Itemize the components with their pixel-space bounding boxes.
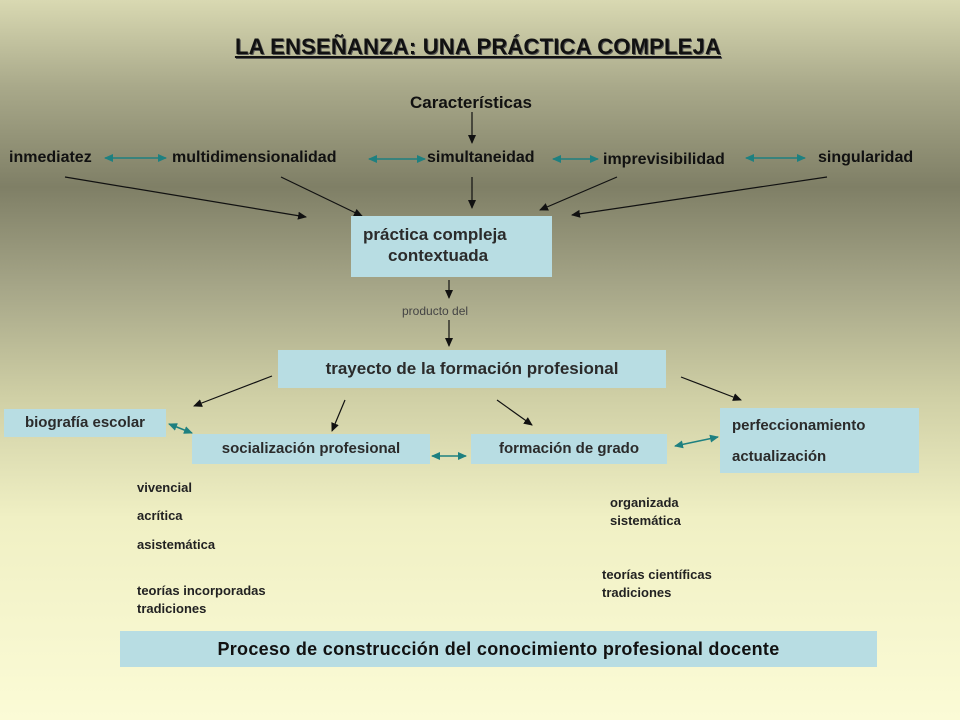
note-organizada: organizada bbox=[610, 495, 679, 510]
proceso-box: Proceso de construcción del conocimiento… bbox=[120, 631, 877, 667]
note-acritica: acrítica bbox=[137, 508, 183, 523]
arrow-to-perfeccionamiento bbox=[680, 376, 742, 401]
feature-singularidad: singularidad bbox=[818, 149, 914, 166]
feature-inmediatez: inmediatez bbox=[9, 149, 92, 166]
arrow-to-formacion bbox=[496, 399, 533, 426]
producto-del-label: producto del bbox=[402, 304, 469, 318]
socializacion-profesional-box: socialización profesional bbox=[192, 434, 430, 464]
arrow-imprevisibilidad bbox=[539, 176, 618, 211]
note-teorias-incorporadas: teorías incorporadas bbox=[137, 583, 266, 598]
perfeccionamiento-line2: actualización bbox=[732, 448, 827, 465]
arrow-to-socializacion bbox=[331, 399, 346, 432]
page-title: LA ENSEÑANZA: UNA PRÁCTICA COMPLEJA bbox=[234, 34, 722, 59]
feature-imprevisibilidad: imprevisibilidad bbox=[603, 151, 725, 168]
trayecto-box: trayecto de la formación profesional bbox=[278, 350, 666, 388]
feature-multidimensionalidad: multidimensionalidad bbox=[172, 149, 337, 166]
note-tradiciones-left: tradiciones bbox=[137, 601, 207, 616]
double-arrow-biografia-socializacion bbox=[168, 423, 193, 434]
note-vivencial: vivencial bbox=[137, 480, 192, 495]
note-tradiciones-right: tradiciones bbox=[602, 585, 672, 600]
arrow-multidimensionalidad bbox=[280, 176, 363, 217]
formacion-grado-box: formación de grado bbox=[471, 434, 667, 464]
biografia-escolar-box: biografía escolar bbox=[4, 409, 166, 437]
note-asistematica: asistemática bbox=[137, 537, 216, 552]
practica-line2: contextuada bbox=[388, 246, 489, 265]
practica-line1: práctica compleja bbox=[363, 225, 507, 244]
arrow-inmediatez bbox=[64, 176, 307, 220]
caracteristicas-label: Características bbox=[410, 93, 532, 112]
arrow-singularidad bbox=[571, 176, 828, 218]
perfeccionamiento-box: perfeccionamiento actualización bbox=[720, 408, 919, 473]
double-arrow-formacion-perfeccionamiento bbox=[674, 434, 719, 449]
note-teorias-cientificas: teorías científicas bbox=[602, 567, 712, 582]
arrow-to-biografia bbox=[193, 375, 273, 407]
perfeccionamiento-line1: perfeccionamiento bbox=[732, 417, 866, 434]
feature-simultaneidad: simultaneidad bbox=[427, 149, 535, 166]
note-sistematica: sistemática bbox=[610, 513, 681, 528]
practica-compleja-box: práctica compleja contextuada bbox=[351, 216, 552, 277]
